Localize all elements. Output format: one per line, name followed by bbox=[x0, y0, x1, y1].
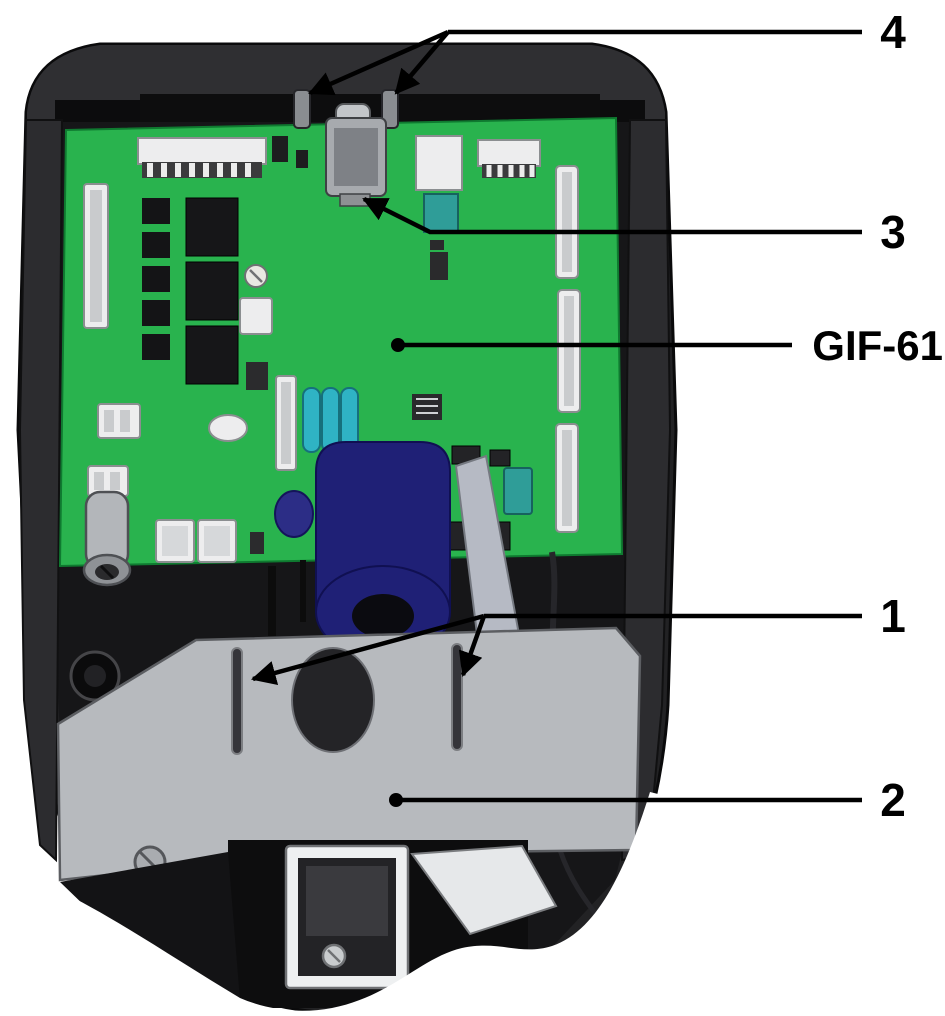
bracket-slot-right bbox=[451, 643, 463, 751]
pcb-connector-bottom-left bbox=[155, 519, 264, 563]
housing-left-wall bbox=[18, 119, 64, 863]
callout-3-label: 3 bbox=[880, 206, 906, 258]
mounting-clip-right bbox=[381, 89, 399, 129]
pcb-connector-center bbox=[275, 375, 297, 471]
callout-1-arrow-right bbox=[458, 615, 487, 677]
pcb-connectors-right-edge bbox=[555, 165, 581, 533]
bottom-left-wedge bbox=[60, 852, 240, 1000]
relay-box bbox=[239, 297, 273, 335]
board-label-text: GIF-61 bbox=[812, 322, 943, 369]
callout-4: 4 bbox=[308, 6, 906, 96]
callout-1: 1 bbox=[251, 590, 906, 685]
standoff-post-b bbox=[300, 560, 306, 622]
screw-boss-left bbox=[69, 650, 121, 702]
callout-1-label: 1 bbox=[880, 590, 906, 642]
bracket-slot-left bbox=[231, 647, 243, 755]
pcb-connector-top-left bbox=[137, 137, 267, 178]
callout-board-label: GIF-61 bbox=[391, 322, 943, 369]
callout-4-label: 4 bbox=[880, 6, 906, 58]
callout-4-arrow-right bbox=[394, 30, 450, 95]
bottom-right-plate bbox=[410, 844, 558, 936]
coil-transformer bbox=[315, 441, 451, 659]
lock-barrel bbox=[82, 490, 132, 587]
pcb-connector-left-edge bbox=[83, 183, 109, 329]
pcb-connector-top-mid bbox=[415, 135, 463, 280]
bracket-oval-hole bbox=[291, 647, 375, 753]
callout-2-dot bbox=[389, 793, 403, 807]
break-line-mask bbox=[0, 792, 706, 1016]
board-label-dot bbox=[391, 338, 405, 352]
pcb-component-small-a bbox=[272, 136, 288, 162]
trimmer-dial bbox=[244, 264, 268, 288]
callout-3-leader bbox=[362, 196, 862, 235]
callout-3: 3 bbox=[362, 196, 906, 258]
standoff-post-a bbox=[268, 566, 276, 636]
pcb-connector-left-a bbox=[97, 403, 141, 439]
pcb-component-small-c bbox=[246, 362, 268, 390]
metal-retainer-clip bbox=[325, 103, 387, 207]
callout-4-arrow-left bbox=[308, 29, 449, 96]
dip-header bbox=[412, 394, 442, 420]
pcb-component-small-b bbox=[296, 150, 308, 168]
mounting-clip-left bbox=[293, 89, 311, 129]
pcb-connector-left-b bbox=[87, 465, 129, 497]
solenoid-assembly bbox=[284, 844, 410, 990]
callout-2-label: 2 bbox=[880, 774, 906, 826]
electrolytic-cap bbox=[274, 490, 314, 538]
callout-2: 2 bbox=[389, 774, 906, 826]
round-cap bbox=[208, 414, 248, 442]
pcb-connector-top-right bbox=[477, 139, 541, 178]
ic-blocks bbox=[142, 197, 239, 385]
callout-1-arrow-left bbox=[251, 613, 485, 685]
